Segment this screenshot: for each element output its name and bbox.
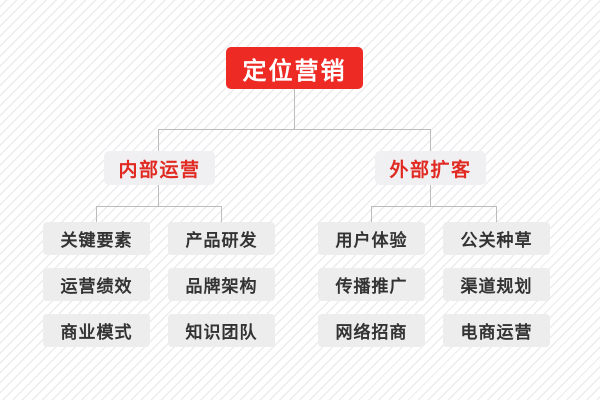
leaf-node-ecommerce-operations[interactable]: 电商运营 [443, 314, 550, 347]
leaf-node-pr-seeding[interactable]: 公关种草 [443, 222, 550, 255]
connector-branch-1-bus [371, 206, 496, 207]
leaf-node-online-investment[interactable]: 网络招商 [318, 314, 425, 347]
connector-branch-1-drop [430, 129, 431, 151]
leaf-node-business-model[interactable]: 商业模式 [43, 314, 150, 347]
branch-node-internal-operations[interactable]: 内部运营 [104, 151, 215, 185]
connector-branch-1-stem [430, 185, 431, 206]
connector-branch-0-bus [96, 206, 221, 207]
branch-node-external-acquisition[interactable]: 外部扩客 [375, 151, 486, 185]
connector-branch-1-col-1-drop [496, 206, 497, 222]
leaf-node-user-experience[interactable]: 用户体验 [318, 222, 425, 255]
leaf-node-product-rnd[interactable]: 产品研发 [168, 222, 275, 255]
connector-branch-0-col-1-drop [221, 206, 222, 222]
connector-branch-0-drop [158, 129, 159, 151]
connector-branch-0-stem [158, 185, 159, 206]
leaf-node-operating-performance[interactable]: 运营绩效 [43, 268, 150, 301]
leaf-node-communication-promotion[interactable]: 传播推广 [318, 268, 425, 301]
connector-branch-0-col-0-drop [96, 206, 97, 222]
leaf-node-brand-architecture[interactable]: 品牌架构 [168, 268, 275, 301]
leaf-node-knowledge-team[interactable]: 知识团队 [168, 314, 275, 347]
leaf-node-key-elements[interactable]: 关键要素 [43, 222, 150, 255]
connector-branch-1-col-0-drop [371, 206, 372, 222]
connector-root-stem [294, 88, 295, 129]
root-node[interactable]: 定位营销 [226, 47, 363, 89]
leaf-node-channel-planning[interactable]: 渠道规划 [443, 268, 550, 301]
connector-level2-bus [158, 129, 431, 130]
